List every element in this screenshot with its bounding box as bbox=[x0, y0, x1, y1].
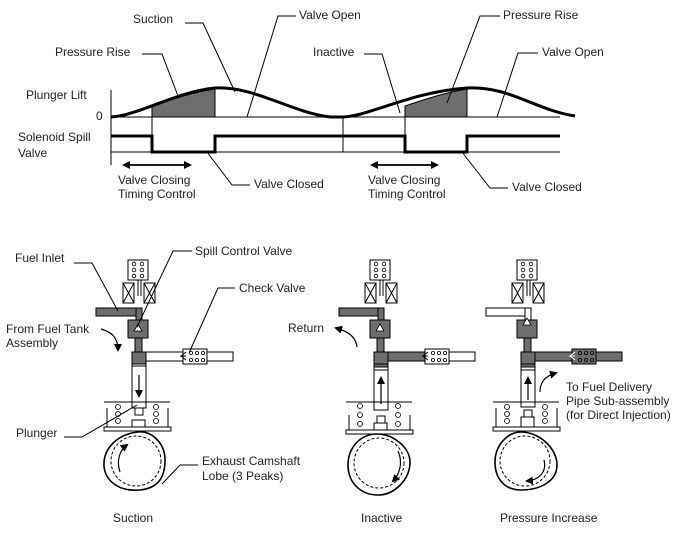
leader-inactive bbox=[364, 53, 401, 114]
pump-suction bbox=[95, 259, 234, 491]
timing-control-1-line2: Timing Control bbox=[118, 187, 196, 201]
spill-valve-head-icon bbox=[133, 323, 143, 332]
caption-pressure-increase: Pressure Increase bbox=[500, 511, 598, 525]
label-from-fuel-tank-line1: From Fuel Tank bbox=[6, 322, 90, 336]
timing-control-1-line1: Valve Closing bbox=[118, 173, 190, 187]
solenoid-label-line2: Valve bbox=[18, 146, 47, 160]
leader-valve-open-2 bbox=[496, 52, 538, 118]
label-return: Return bbox=[288, 321, 324, 335]
label-delivery-line1: To Fuel Delivery bbox=[566, 380, 652, 394]
fuel-flow-arrow bbox=[100, 328, 122, 352]
label-plunger: Plunger bbox=[16, 426, 57, 440]
fuel-inlet-pipe bbox=[95, 307, 141, 317]
pump-pressure-increase bbox=[485, 259, 623, 491]
camshaft-lobe bbox=[103, 431, 166, 491]
timing-control-2-line1: Valve Closing bbox=[368, 173, 440, 187]
label-delivery-line3: (for Direct Injection) bbox=[566, 408, 671, 422]
leader-spill-control-valve bbox=[136, 250, 192, 328]
label-fuel-inlet: Fuel Inlet bbox=[15, 251, 65, 265]
rotation-arrow bbox=[117, 443, 129, 473]
return-arrow bbox=[334, 325, 358, 348]
base-circle bbox=[110, 435, 162, 487]
zero-label: 0 bbox=[96, 109, 103, 123]
leader-valve-closed-2 bbox=[461, 151, 508, 189]
caption-inactive: Inactive bbox=[361, 511, 403, 525]
leader-fuel-inlet bbox=[74, 262, 119, 312]
leader-valve-open-1 bbox=[246, 15, 296, 118]
label-from-fuel-tank-line2: Assembly bbox=[6, 336, 58, 350]
label-check-valve: Check Valve bbox=[239, 281, 306, 295]
callout-suction: Suction bbox=[133, 12, 173, 26]
pump-inactive bbox=[338, 259, 476, 496]
timing-control-2-line2: Timing Control bbox=[368, 187, 446, 201]
callout-pressure-rise-1: Pressure Rise bbox=[55, 45, 131, 59]
callout-valve-open-1: Valve Open bbox=[299, 8, 361, 22]
label-camshaft-line2: Lobe (3 Peaks) bbox=[202, 469, 283, 483]
leader-plunger bbox=[64, 404, 138, 438]
solenoid-coil-left bbox=[122, 282, 135, 304]
label-camshaft-line1: Exhaust Camshaft bbox=[202, 454, 301, 468]
caption-suction: Suction bbox=[113, 511, 153, 525]
label-spill-control-valve: Spill Control Valve bbox=[195, 244, 292, 258]
plunger-lift-label: Plunger Lift bbox=[26, 88, 87, 102]
leader-camshaft bbox=[161, 464, 198, 485]
leader-valve-closed-1 bbox=[206, 151, 250, 186]
solenoid-waveform bbox=[111, 134, 560, 154]
callout-inactive: Inactive bbox=[313, 45, 355, 59]
connector-pins bbox=[131, 261, 145, 279]
callout-pressure-rise-2: Pressure Rise bbox=[503, 8, 579, 22]
timing-chart: Plunger Lift 0 Solenoid Spill Valve Suct… bbox=[18, 8, 604, 201]
plunger-lift-curve bbox=[110, 86, 576, 119]
callout-valve-closed-1: Valve Closed bbox=[254, 177, 324, 191]
leader-pressure-rise-1 bbox=[142, 53, 179, 97]
delivery-arrow bbox=[539, 370, 558, 393]
callout-valve-open-2: Valve Open bbox=[542, 45, 604, 59]
pump-chamber bbox=[131, 351, 147, 365]
solenoid-coil-right bbox=[143, 282, 156, 304]
solenoid-connector bbox=[127, 259, 149, 281]
callout-valve-closed-2: Valve Closed bbox=[512, 180, 582, 194]
leader-pressure-rise-2 bbox=[446, 15, 500, 104]
label-delivery-line2: Pipe Sub-assembly bbox=[566, 394, 669, 408]
leader-check-valve bbox=[188, 287, 235, 354]
solenoid-label-line1: Solenoid Spill bbox=[18, 130, 91, 144]
leader-suction bbox=[185, 22, 236, 93]
